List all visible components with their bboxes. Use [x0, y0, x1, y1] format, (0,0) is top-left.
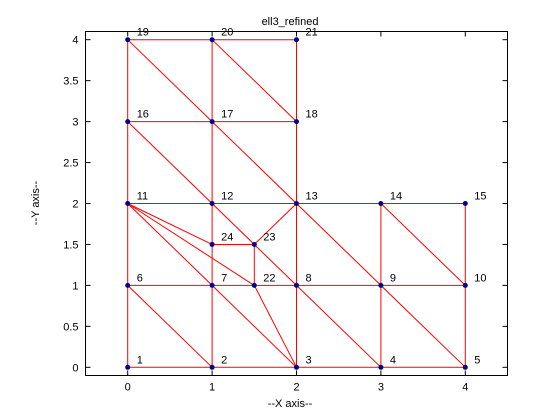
mesh-edge-19-17	[127, 39, 213, 122]
node-label-5: 5	[474, 354, 480, 366]
mesh-edge-20-18	[211, 39, 297, 122]
mesh-node-1	[125, 364, 131, 370]
node-label-19: 19	[137, 27, 149, 39]
mesh-edge-16-12	[127, 121, 213, 204]
mesh-node-8	[294, 282, 299, 288]
nodes-layer	[125, 37, 468, 370]
node-label-14: 14	[390, 191, 402, 203]
edges-layer	[127, 39, 466, 368]
mesh-edge-9-5	[380, 285, 466, 368]
mesh-node-12	[209, 201, 215, 206]
y-axis: 0 0.5 1 1.5 2 2.5 3 3.5 4	[63, 35, 508, 374]
node-label-6: 6	[137, 272, 143, 284]
y-axis-label: --Y axis--	[30, 180, 42, 225]
node-label-11: 11	[137, 191, 148, 203]
y-tick-label: 4	[72, 35, 78, 47]
chart-title: ell3_refined	[262, 16, 319, 28]
mesh-edge-11-7	[127, 203, 213, 286]
node-label-23: 23	[263, 231, 275, 243]
y-tick-label: 3.5	[63, 76, 78, 88]
mesh-node-3	[294, 364, 299, 370]
mesh-edge-23-13	[253, 203, 297, 245]
y-tick-label: 1.5	[63, 239, 78, 251]
x-tick-label: 0	[125, 382, 131, 394]
mesh-edge-7-3	[211, 285, 297, 368]
mesh-node-7	[209, 282, 215, 288]
node-label-8: 8	[306, 272, 312, 284]
node-label-12: 12	[221, 191, 233, 203]
mesh-edge-6-2	[127, 285, 213, 368]
mesh-node-22	[251, 282, 257, 288]
node-label-17: 17	[221, 109, 233, 121]
x-axis-label: --X axis--	[268, 398, 313, 410]
node-label-21: 21	[306, 27, 318, 39]
node-label-10: 10	[474, 272, 486, 284]
mesh-node-6	[125, 282, 131, 288]
node-label-9: 9	[390, 272, 396, 284]
mesh-node-18	[294, 119, 299, 125]
y-tick-label: 2.5	[63, 158, 78, 170]
mesh-node-4	[378, 364, 384, 370]
node-label-13: 13	[306, 191, 318, 203]
node-label-1: 1	[137, 354, 143, 366]
mesh-node-24	[209, 241, 215, 247]
mesh-edge-17-13	[211, 121, 297, 204]
node-label-7: 7	[221, 272, 227, 284]
mesh-node-15	[462, 201, 468, 206]
mesh-node-5	[462, 364, 468, 370]
mesh-node-20	[209, 37, 215, 43]
mesh-edge-13-9	[296, 203, 382, 286]
x-tick-label: 4	[462, 382, 468, 394]
mesh-node-19	[125, 37, 131, 43]
node-label-24: 24	[221, 231, 233, 243]
mesh-edge-22-3	[253, 285, 297, 368]
mesh-edge-8-4	[296, 285, 382, 368]
mesh-node-21	[294, 37, 299, 43]
mesh-node-16	[125, 119, 131, 125]
y-tick-label: 2	[72, 199, 78, 211]
mesh-node-9	[378, 282, 384, 288]
mesh-edge-11-22	[127, 203, 255, 286]
x-tick-label: 2	[293, 382, 299, 394]
node-label-2: 2	[221, 354, 227, 366]
mesh-node-11	[125, 201, 131, 206]
x-tick-label: 3	[378, 382, 384, 394]
mesh-edge-11-24	[127, 203, 213, 245]
y-tick-label: 1	[72, 280, 78, 292]
mesh-node-14	[378, 201, 384, 206]
mesh-node-17	[209, 119, 215, 125]
mesh-node-23	[251, 241, 257, 247]
node-label-4: 4	[390, 354, 396, 366]
y-tick-label: 3	[72, 117, 78, 129]
node-label-3: 3	[306, 354, 312, 366]
node-label-15: 15	[474, 191, 486, 203]
node-label-18: 18	[306, 109, 318, 121]
y-tick-label: 0	[72, 362, 78, 374]
mesh-node-2	[209, 364, 215, 370]
x-tick-label: 1	[209, 382, 215, 394]
node-label-20: 20	[221, 27, 233, 39]
node-label-16: 16	[137, 109, 149, 121]
mesh-node-10	[462, 282, 468, 288]
y-tick-label: 0.5	[63, 321, 78, 333]
mesh-edge-14-10	[380, 203, 466, 286]
mesh-node-13	[294, 201, 299, 206]
node-label-22: 22	[263, 272, 275, 284]
